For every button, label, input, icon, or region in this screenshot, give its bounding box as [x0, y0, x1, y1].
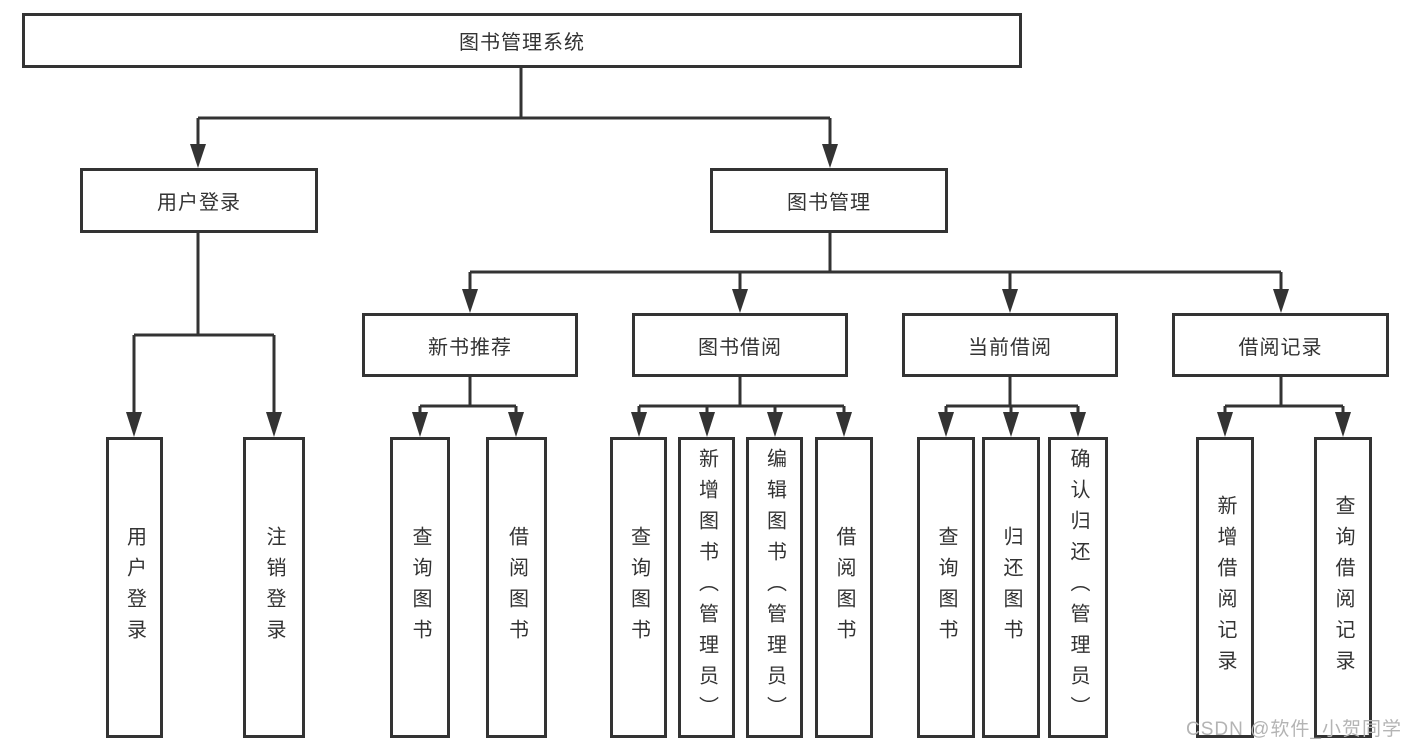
- leaf-query-borrow-record: 查询借阅记录: [1314, 437, 1372, 738]
- connector-current-borrowing-children: [938, 377, 1086, 437]
- leaf-query-books-borrowing: 查询图书: [610, 437, 667, 738]
- node-library-management-system: 图书管理系统: [22, 13, 1022, 68]
- leaf-add-books-admin: 新增图书（管理员）: [678, 437, 735, 738]
- leaf-user-login: 用户登录: [106, 437, 163, 738]
- leaf-query-books-recommend: 查询图书: [390, 437, 450, 738]
- leaf-return-books: 归还图书: [982, 437, 1040, 738]
- connector-user-login-children: [126, 233, 282, 437]
- leaf-query-books-current: 查询图书: [917, 437, 975, 738]
- node-new-book-recommendation: 新书推荐: [362, 313, 578, 377]
- node-current-borrowing: 当前借阅: [902, 313, 1118, 377]
- leaf-confirm-return-admin: 确认归还（管理员）: [1048, 437, 1108, 738]
- connector-book-borrowing-children: [631, 377, 852, 437]
- node-user-login: 用户登录: [80, 168, 318, 233]
- connector-book-management-children: [462, 233, 1289, 313]
- connector-borrowing-records-children: [1217, 377, 1351, 437]
- connector-new-book-recommendation-children: [412, 377, 524, 437]
- node-book-management: 图书管理: [710, 168, 948, 233]
- leaf-add-borrow-record: 新增借阅记录: [1196, 437, 1254, 738]
- node-book-borrowing: 图书借阅: [632, 313, 848, 377]
- node-borrowing-records: 借阅记录: [1172, 313, 1389, 377]
- leaf-logout: 注销登录: [243, 437, 305, 738]
- leaf-borrow-books-recommend: 借阅图书: [486, 437, 547, 738]
- leaf-borrow-books-borrowing: 借阅图书: [815, 437, 873, 738]
- csdn-watermark: CSDN @软件_小贺同学: [1186, 719, 1402, 740]
- leaf-edit-books-admin: 编辑图书（管理员）: [746, 437, 803, 738]
- connector-root-to-level2: [190, 68, 838, 168]
